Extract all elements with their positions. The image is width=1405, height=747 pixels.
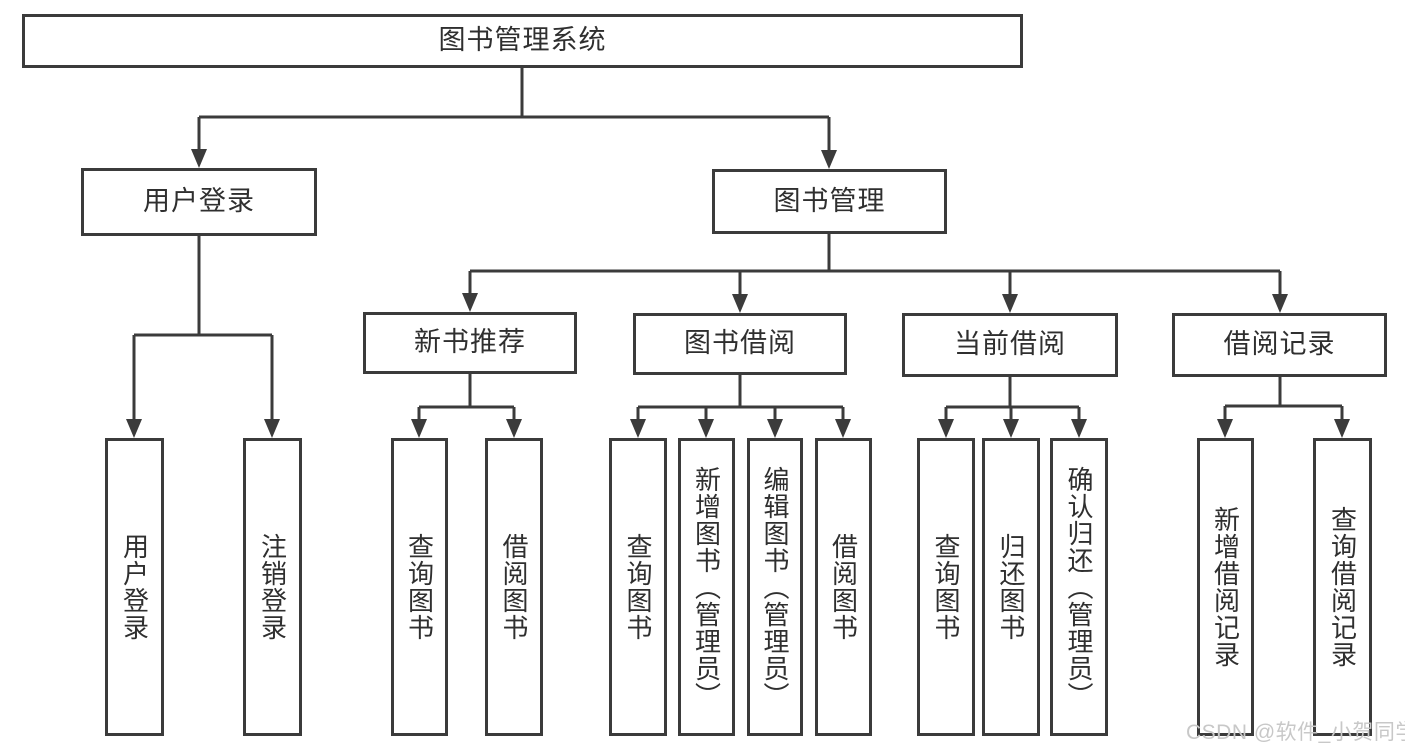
leaf-cb-query-book: 查询图书: [917, 438, 975, 736]
arrowhead-icon: [462, 293, 478, 312]
arrowhead-icon: [821, 150, 837, 169]
leaf-nb-query-book: 查询图书: [391, 438, 448, 736]
node-new-book-recommend: 新书推荐: [363, 312, 577, 374]
leaf-bb-borrow-book: 借阅图书: [815, 438, 872, 736]
arrowhead-icon: [1272, 294, 1288, 313]
leaf-nb-borrow-book: 借阅图书: [485, 438, 543, 736]
arrowhead-icon: [732, 294, 748, 313]
leaf-br-query-record-label: 查询借阅记录: [1327, 506, 1358, 668]
node-borrow-record-label: 借阅记录: [1223, 329, 1336, 360]
leaf-cb-confirm-return-admin: 确认归还（管理员）: [1050, 438, 1108, 736]
connector-book-borrow-to-leaves: [630, 375, 851, 438]
connector-borrow-record-to-leaves: [1217, 377, 1350, 438]
arrowhead-icon: [126, 419, 142, 438]
leaf-cb-confirm-return-admin-label: 确认归还（管理员）: [1064, 465, 1094, 709]
node-root-label: 图书管理系统: [438, 25, 607, 56]
arrowhead-icon: [506, 419, 522, 438]
node-user-login-label: 用户登录: [143, 186, 255, 217]
arrowhead-icon: [411, 419, 427, 438]
leaf-logout: 注销登录: [243, 438, 302, 736]
leaf-nb-borrow-book-label: 借阅图书: [499, 533, 529, 641]
csdn-watermark: CSDN @软件_小贺同学: [1186, 721, 1405, 744]
leaf-bb-query-book-label: 查询图书: [623, 533, 653, 641]
leaf-cb-return-book-label: 归还图书: [996, 533, 1026, 641]
arrowhead-icon: [191, 149, 207, 168]
leaf-bb-borrow-book-label: 借阅图书: [828, 533, 859, 641]
arrowhead-icon: [1003, 419, 1019, 438]
leaf-br-add-record: 新增借阅记录: [1197, 438, 1254, 736]
leaf-cb-query-book-label: 查询图书: [931, 533, 961, 641]
arrowhead-icon: [767, 419, 783, 438]
leaf-br-add-record-label: 新增借阅记录: [1210, 506, 1241, 668]
node-new-book-recommend-label: 新书推荐: [414, 327, 526, 358]
leaf-nb-query-book-label: 查询图书: [404, 533, 435, 641]
leaf-br-query-record: 查询借阅记录: [1313, 438, 1372, 736]
leaf-bb-add-book-admin-label: 新增图书（管理员）: [691, 465, 722, 709]
leaf-bb-add-book-admin: 新增图书（管理员）: [678, 438, 735, 736]
leaf-user-login: 用户登录: [105, 438, 164, 736]
leaf-bb-edit-book-admin: 编辑图书（管理员）: [747, 438, 803, 736]
node-current-borrow: 当前借阅: [902, 313, 1118, 377]
node-borrow-record: 借阅记录: [1172, 313, 1387, 377]
arrowhead-icon: [938, 419, 954, 438]
connector-user-login-to-leaves: [126, 235, 280, 438]
leaf-bb-query-book: 查询图书: [609, 438, 667, 736]
leaf-bb-edit-book-admin-label: 编辑图书（管理员）: [760, 465, 790, 709]
node-current-borrow-label: 当前借阅: [954, 329, 1066, 360]
arrowhead-icon: [1334, 419, 1350, 438]
node-root-library-system: 图书管理系统: [22, 14, 1023, 68]
connector-new-book-to-leaves: [411, 374, 522, 438]
arrowhead-icon: [1071, 419, 1087, 438]
node-book-management-label: 图书管理: [773, 185, 886, 216]
arrowhead-icon: [1002, 294, 1018, 313]
connector-current-borrow-to-leaves: [938, 377, 1087, 438]
arrowhead-icon: [1217, 419, 1233, 438]
arrowhead-icon: [264, 419, 280, 438]
leaf-cb-return-book: 归还图书: [982, 438, 1040, 736]
node-user-login: 用户登录: [81, 168, 317, 236]
arrowhead-icon: [698, 419, 714, 438]
node-book-management: 图书管理: [712, 169, 947, 234]
connector-root-to-level2: [191, 68, 837, 169]
connector-book-management-to-level3: [462, 234, 1288, 313]
arrowhead-icon: [835, 419, 851, 438]
arrowhead-icon: [630, 419, 646, 438]
leaf-logout-label: 注销登录: [257, 533, 288, 641]
node-book-borrow: 图书借阅: [633, 313, 847, 375]
node-book-borrow-label: 图书借阅: [684, 328, 796, 359]
leaf-user-login-label: 用户登录: [119, 533, 150, 641]
